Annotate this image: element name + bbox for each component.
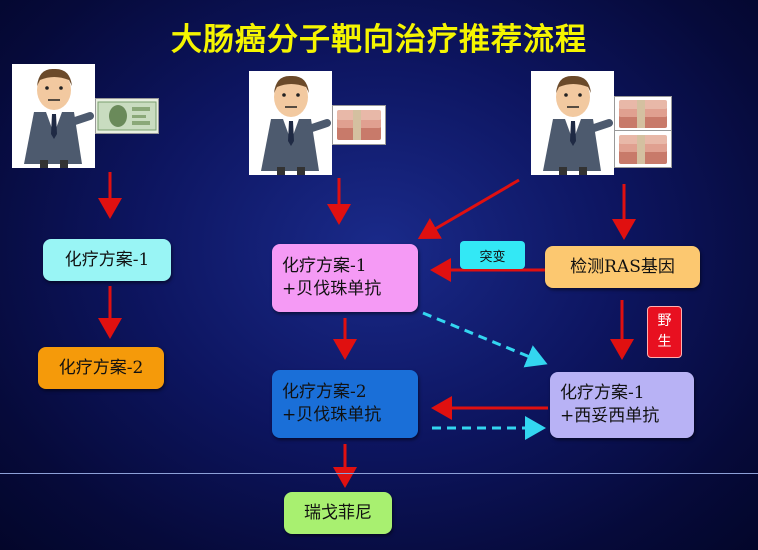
money-stack-icon: [614, 130, 672, 168]
money-stack-icon: [614, 96, 672, 132]
page-title: 大肠癌分子靶向治疗推荐流程: [171, 22, 587, 58]
box-chemo-1-bevacizumab: 化疗方案-1 +贝伐珠单抗: [272, 244, 418, 312]
arrow-right-person-to-mid1: [417, 178, 520, 240]
box-regorafenib: 瑞戈菲尼: [284, 492, 392, 534]
box-label-line1: 化疗方案-1: [560, 383, 645, 404]
box-label: 化疗方案-1: [64, 249, 150, 270]
businessman-icon: [249, 71, 332, 175]
box-chemo-1-cetuximab: 化疗方案-1 +西妥西单抗: [550, 372, 694, 438]
box-chemo-2-left: 化疗方案-2: [38, 347, 164, 389]
wildtype-label-1: 野: [657, 313, 672, 329]
divider-line: [0, 473, 758, 474]
dashed-arrow-mid1-to-right: [422, 311, 548, 368]
wildtype-tag: 野 生: [647, 306, 682, 358]
box-label-line2: +西妥西单抗: [560, 406, 660, 426]
box-chemo-2-bevacizumab: 化疗方案-2 +贝伐珠单抗: [272, 370, 418, 438]
businessman-icon: [531, 71, 614, 175]
mutation-label: 突变: [479, 249, 506, 265]
box-label: 化疗方案-2: [58, 357, 144, 378]
box-label: 瑞戈菲尼: [304, 502, 372, 523]
money-stack-icon: [332, 105, 386, 145]
businessman-icon: [12, 64, 95, 168]
box-label: 检测RAS基因: [570, 256, 675, 277]
box-label-line1: 化疗方案-2: [282, 382, 367, 403]
box-ras-test: 检测RAS基因: [545, 246, 700, 288]
businessman-icon-middle: [249, 71, 332, 175]
box-label-line2: +贝伐珠单抗: [282, 405, 382, 425]
businessman-icon-left: [12, 64, 95, 168]
box-label-line1: 化疗方案-1: [282, 256, 367, 277]
banknote-icon: [95, 98, 159, 134]
wildtype-label-2: 生: [657, 334, 672, 350]
box-label-line2: +贝伐珠单抗: [282, 279, 382, 299]
businessman-icon-right: [531, 71, 614, 175]
box-chemo-1-left: 化疗方案-1: [43, 239, 171, 281]
mutation-tag: 突变: [460, 241, 525, 269]
